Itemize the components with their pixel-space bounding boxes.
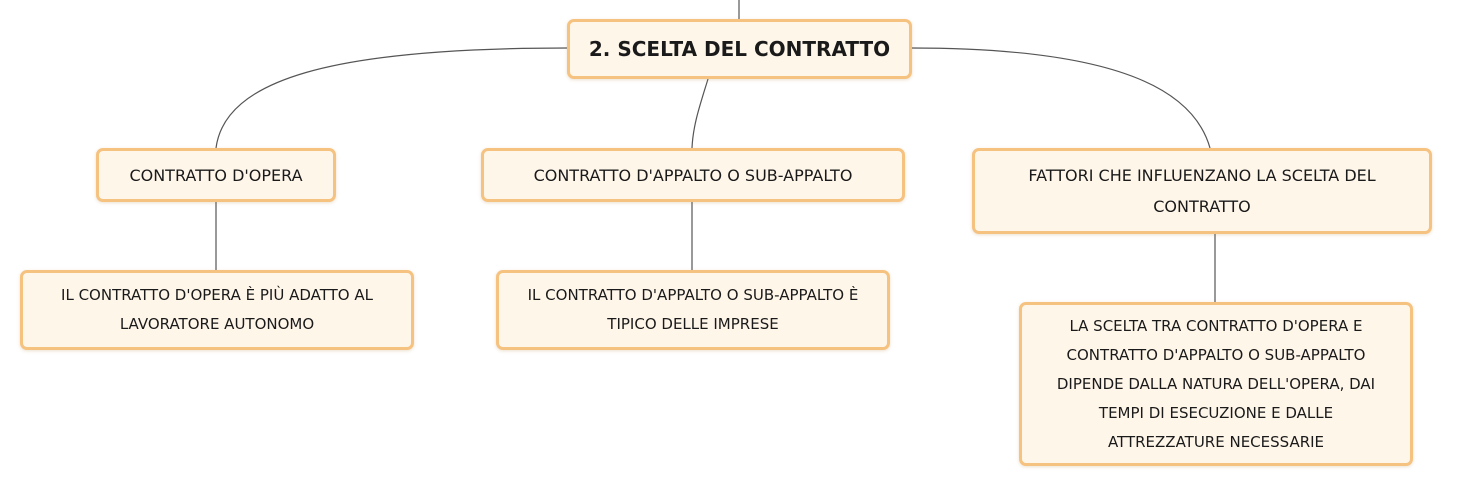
node-fattori-label: FATTORI CHE INFLUENZANO LA SCELTA DEL CO… bbox=[1028, 166, 1376, 216]
node-contratto-opera[interactable]: CONTRATTO D'OPERA bbox=[96, 148, 336, 202]
leaf-contratto-opera-label: IL CONTRATTO D'OPERA È PIÙ ADATTO AL LAV… bbox=[61, 286, 373, 333]
node-contratto-appalto-label: CONTRATTO D'APPALTO O SUB-APPALTO bbox=[533, 165, 853, 185]
leaf-fattori[interactable]: LA SCELTA TRA CONTRATTO D'OPERA E CONTRA… bbox=[1019, 302, 1413, 466]
leaf-fattori-label: LA SCELTA TRA CONTRATTO D'OPERA E CONTRA… bbox=[1056, 316, 1376, 451]
leaf-contratto-opera[interactable]: IL CONTRATTO D'OPERA È PIÙ ADATTO AL LAV… bbox=[20, 270, 414, 350]
node-contratto-opera-label: CONTRATTO D'OPERA bbox=[129, 165, 303, 185]
root-node[interactable]: 2. SCELTA DEL CONTRATTO bbox=[567, 19, 912, 79]
root-node-label: 2. SCELTA DEL CONTRATTO bbox=[588, 37, 891, 61]
connector-root-to-contratto-opera bbox=[215, 47, 568, 149]
leaf-contratto-appalto-label: IL CONTRATTO D'APPALTO O SUB-APPALTO È T… bbox=[527, 286, 859, 333]
leaf-contratto-appalto[interactable]: IL CONTRATTO D'APPALTO O SUB-APPALTO È T… bbox=[496, 270, 890, 350]
node-fattori[interactable]: FATTORI CHE INFLUENZANO LA SCELTA DEL CO… bbox=[972, 148, 1432, 234]
connector-root-to-contratto-appalto bbox=[691, 78, 709, 149]
connector-root-to-fattori bbox=[910, 47, 1211, 149]
node-contratto-appalto[interactable]: CONTRATTO D'APPALTO O SUB-APPALTO bbox=[481, 148, 905, 202]
